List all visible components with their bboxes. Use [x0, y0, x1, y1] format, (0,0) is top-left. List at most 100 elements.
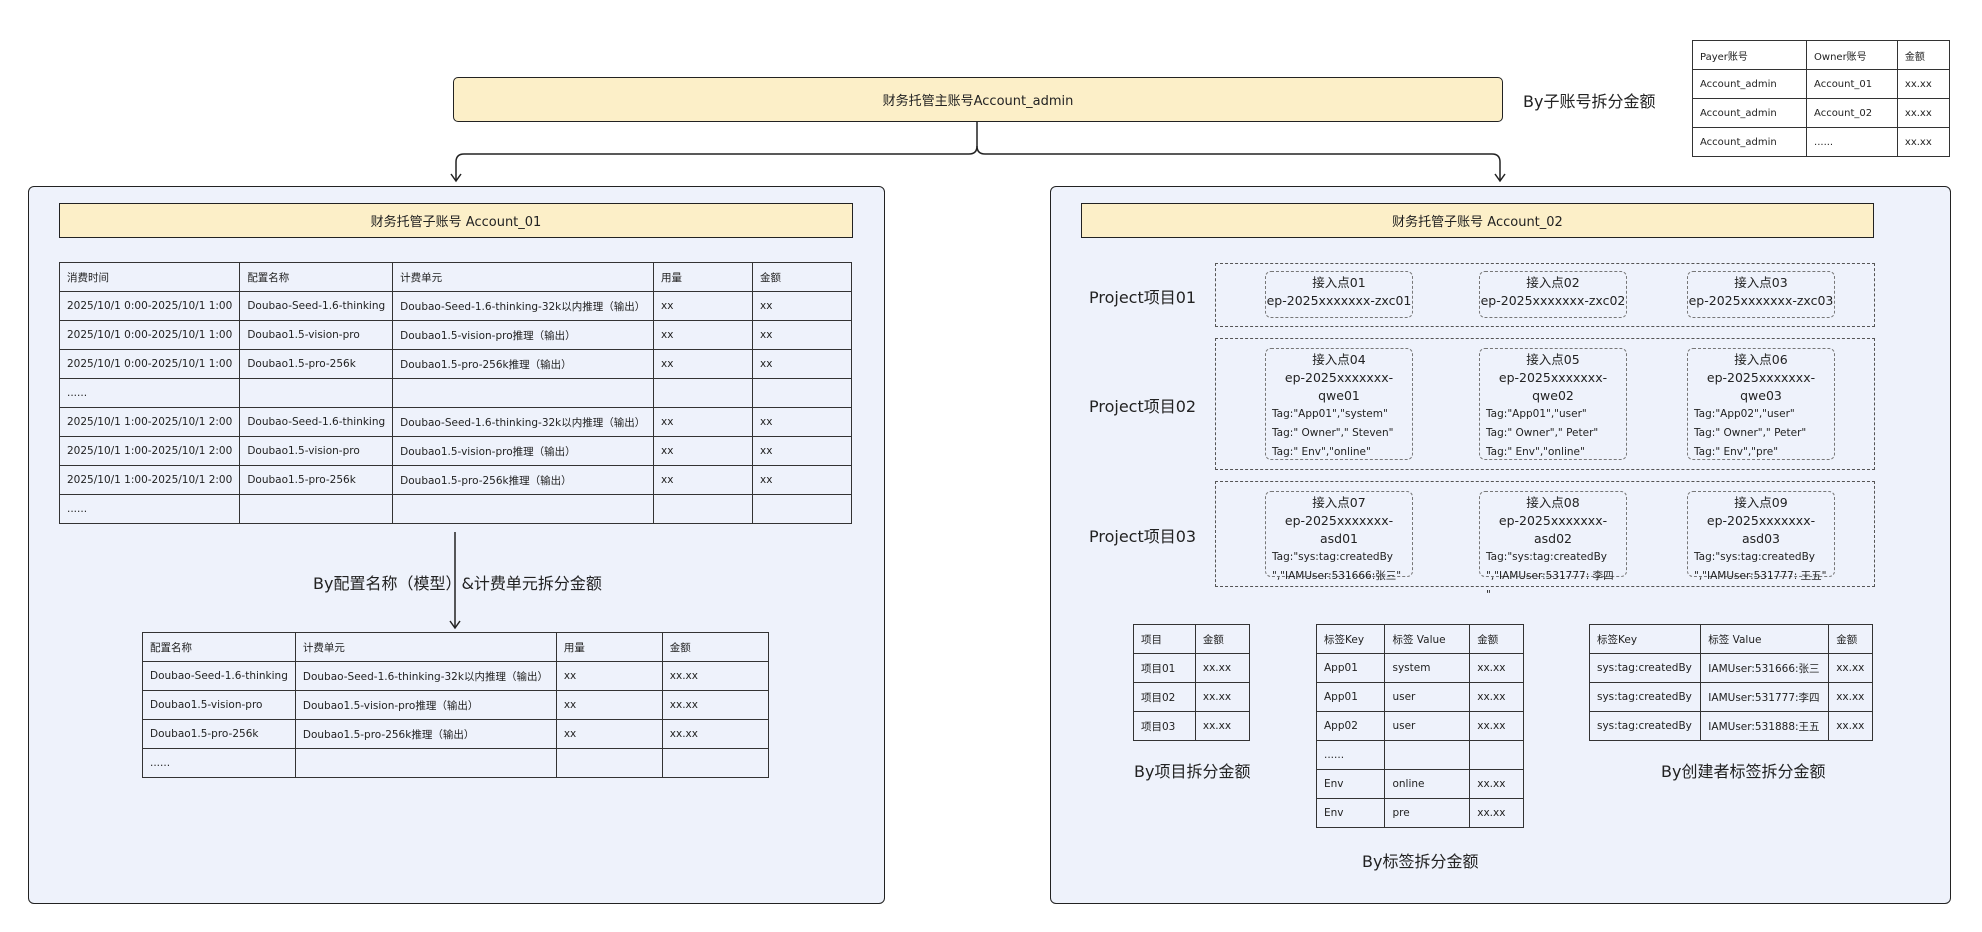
table-cell: user: [1384, 682, 1471, 712]
table-cell: Doubao1.5-pro-256k推理（输出）: [392, 349, 655, 379]
header-cell: 金额: [661, 632, 770, 662]
table-cell: Account_admin: [1691, 127, 1808, 157]
header-cell: 计费单元: [294, 632, 557, 662]
table-cell: [653, 378, 754, 408]
table-cell: ......: [142, 748, 296, 778]
endpoint-name: 接入点01: [1312, 275, 1366, 290]
endpoint-id: ep-2025xxxxxxx-asd02: [1498, 513, 1608, 546]
project-label: Project项目02: [1089, 397, 1197, 416]
endpoint-tag: Tag:" Owner"," Peter": [1694, 427, 1807, 439]
table-cell: xx.xx: [1469, 769, 1524, 799]
endpoint-name: 接入点08: [1526, 495, 1580, 510]
main-account-box: 财务托管主账号Account_admin: [453, 77, 1503, 122]
table-cell: 2025/10/1 1:00-2025/10/1 2:00: [58, 465, 241, 495]
table-cell: 项目03: [1133, 711, 1196, 741]
table-cell: [752, 378, 852, 408]
endpoint-name: 接入点09: [1734, 495, 1788, 510]
table-cell: 2025/10/1 0:00-2025/10/1 1:00: [58, 291, 241, 321]
project-label: Project项目03: [1089, 527, 1197, 546]
header-cell: Payer账号: [1691, 40, 1808, 70]
table-cell: Doubao1.5-pro-256k: [142, 719, 296, 749]
table-cell: IAMUser:531666:张三: [1700, 653, 1830, 683]
table-cell: 2025/10/1 0:00-2025/10/1 1:00: [58, 320, 241, 350]
table-cell: [392, 494, 655, 524]
project-row-frame: [1215, 263, 1875, 327]
table-cell: [752, 494, 852, 524]
table-cell: Env: [1315, 798, 1386, 828]
table-cell: 项目01: [1133, 653, 1196, 683]
header-cell: 金额: [1194, 624, 1251, 654]
header-cell: 金额: [1896, 40, 1951, 70]
detail-row: 2025/10/1 1:00-2025/10/1 2:00 Doubao1.5-p…: [58, 465, 852, 495]
endpoint-name: 接入点03: [1734, 275, 1788, 290]
endpoint-name: 接入点05: [1526, 352, 1580, 367]
table-cell: Account_admin: [1691, 69, 1808, 99]
table-cell: [555, 748, 663, 778]
detail-row: 2025/10/1 0:00-2025/10/1 1:00 Doubao1.5-v…: [58, 320, 852, 350]
table-cell: xx: [555, 661, 663, 691]
table-cell: Doubao1.5-pro-256k推理（输出）: [294, 719, 557, 749]
endpoint-tag: Tag:"sys:tag:createdBy: [1486, 551, 1608, 563]
endpoint-id: ep-2025xxxxxxx-asd01: [1284, 513, 1394, 546]
table-cell: Doubao1.5-pro-256k推理（输出）: [392, 465, 655, 495]
detail-row: ......: [58, 494, 852, 524]
by-subaccount-label: By子账号拆分金额: [1523, 92, 1656, 111]
table-cell: Doubao1.5-vision-pro推理（输出）: [294, 690, 557, 720]
project-split-label: By项目拆分金额: [1134, 762, 1251, 781]
header-cell: 标签Key: [1588, 624, 1702, 654]
summary-row: ......: [142, 748, 770, 778]
project-row-header: 项目金额: [1133, 624, 1251, 654]
endpoint-tag: Tag:"App01","system": [1272, 408, 1388, 420]
table-cell: xx: [653, 465, 754, 495]
endpoint-tag: ": [1486, 589, 1491, 601]
table-cell: xx.xx: [661, 690, 770, 720]
table-cell: Doubao1.5-vision-pro推理（输出）: [392, 320, 655, 350]
table-cell: ......: [1806, 127, 1898, 157]
table-cell: 项目02: [1133, 682, 1196, 712]
table-cell: xx.xx: [1469, 653, 1524, 683]
endpoint-id: ep-2025xxxxxxx-zxc02: [1480, 293, 1626, 308]
table-cell: xx: [555, 719, 663, 749]
header-cell: 消费时间: [58, 262, 241, 292]
table-cell: 2025/10/1 1:00-2025/10/1 2:00: [58, 436, 241, 466]
header-cell: 用量: [555, 632, 663, 662]
table-cell: xx.xx: [1896, 98, 1951, 128]
table-cell: xx: [555, 690, 663, 720]
table-cell: Doubao1.5-pro-256k: [239, 349, 394, 379]
table-cell: xx.xx: [1469, 682, 1524, 712]
endpoint-id: ep-2025xxxxxxx-qwe03: [1706, 370, 1816, 403]
table-cell: Doubao-Seed-1.6-thinking-32k以内推理（输出）: [294, 661, 557, 691]
table-cell: Doubao-Seed-1.6-thinking: [239, 291, 394, 321]
header-cell: 项目: [1133, 624, 1196, 654]
table-cell: IAMUser:531888:王五: [1700, 711, 1830, 741]
table-cell: sys:tag:createdBy: [1588, 682, 1702, 712]
endpoint-name: 接入点02: [1526, 275, 1580, 290]
